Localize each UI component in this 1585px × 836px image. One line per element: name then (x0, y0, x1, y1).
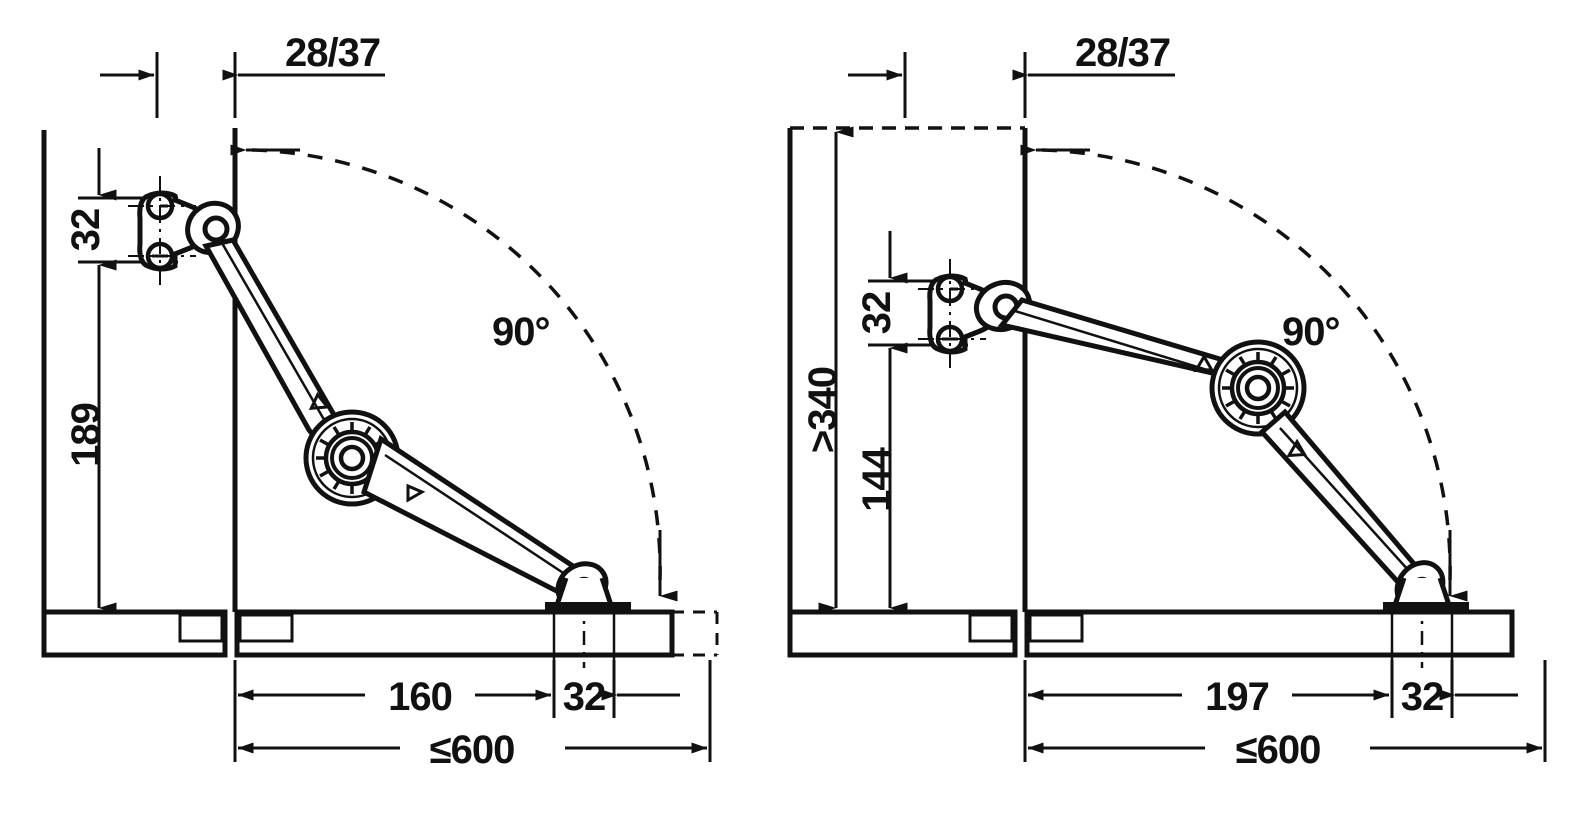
cabinet-base-left (41, 609, 228, 658)
dim-label-32-vertical-right: 32 (855, 292, 899, 335)
centre-joint-teeth-icon-right (1222, 352, 1294, 424)
lower-bracket-baseplate (545, 602, 631, 614)
lower-flap-bracket (545, 561, 631, 614)
centre-joint-right (1209, 339, 1307, 437)
dim-label-32-vertical-left: 32 (64, 209, 108, 252)
upper-arm-fold-line (220, 242, 343, 450)
dim-label-340: >340 (801, 367, 845, 453)
dim-label-189: 189 (64, 403, 108, 467)
lower-arm-marker-triangle-icon (406, 483, 426, 503)
dim-label-144: 144 (855, 446, 899, 511)
lower-arm-marker-triangle-icon-right (1286, 438, 1308, 458)
flap-extension-dashed (672, 610, 719, 657)
upper-arm-marker-triangle-icon-right (1193, 353, 1215, 373)
lower-bracket-baseplate-right (1383, 602, 1469, 614)
cabinet-base-left-right (787, 609, 1018, 658)
upper-pivot-pin (202, 215, 230, 243)
lower-arm-fold-line (384, 453, 590, 592)
dim-label-600-right: ≤600 (1236, 728, 1321, 772)
right-panel: 28/37 >340 32 144 90° (787, 31, 1547, 772)
flap-base-notch-right (1028, 613, 1084, 643)
centre-joint-bore-right (1244, 374, 1272, 402)
dim-label-600-bg-right (1205, 725, 1370, 769)
dim-label-197: 197 (1205, 675, 1269, 719)
centre-joint-bore (338, 444, 366, 472)
lower-flap-bracket-right (1383, 560, 1469, 614)
flap-base-right-panel (1024, 609, 1515, 658)
dim-label-600-bg (400, 725, 565, 769)
cabinet-base-left-notch (178, 613, 224, 643)
upper-arm-marker-triangle-icon (308, 391, 331, 411)
flap-base-right (234, 609, 675, 658)
dim-label-197-bg (1182, 672, 1292, 716)
flap-base-left-notch (238, 613, 294, 643)
left-panel: 28/37 32 189 90° (41, 31, 719, 772)
dim-label-160-bg (365, 672, 475, 716)
dim-label-90deg-right: 90° (1282, 310, 1340, 354)
dim-label-32-bottom-right: 32 (1401, 675, 1444, 719)
dim-label-28-37-right: 28/37 (1075, 31, 1170, 75)
opening-arc-90-right (1041, 148, 1452, 581)
dim-label-600-left: ≤600 (430, 728, 515, 772)
cabinet-base-notch-right (968, 613, 1014, 643)
dim-label-160: 160 (388, 675, 452, 719)
dim-label-28-37-left: 28/37 (285, 31, 380, 75)
dim-label-32-bottom-left: 32 (563, 675, 606, 719)
opening-arc-90 (251, 148, 662, 581)
dim-label-90deg-left: 90° (492, 310, 550, 354)
